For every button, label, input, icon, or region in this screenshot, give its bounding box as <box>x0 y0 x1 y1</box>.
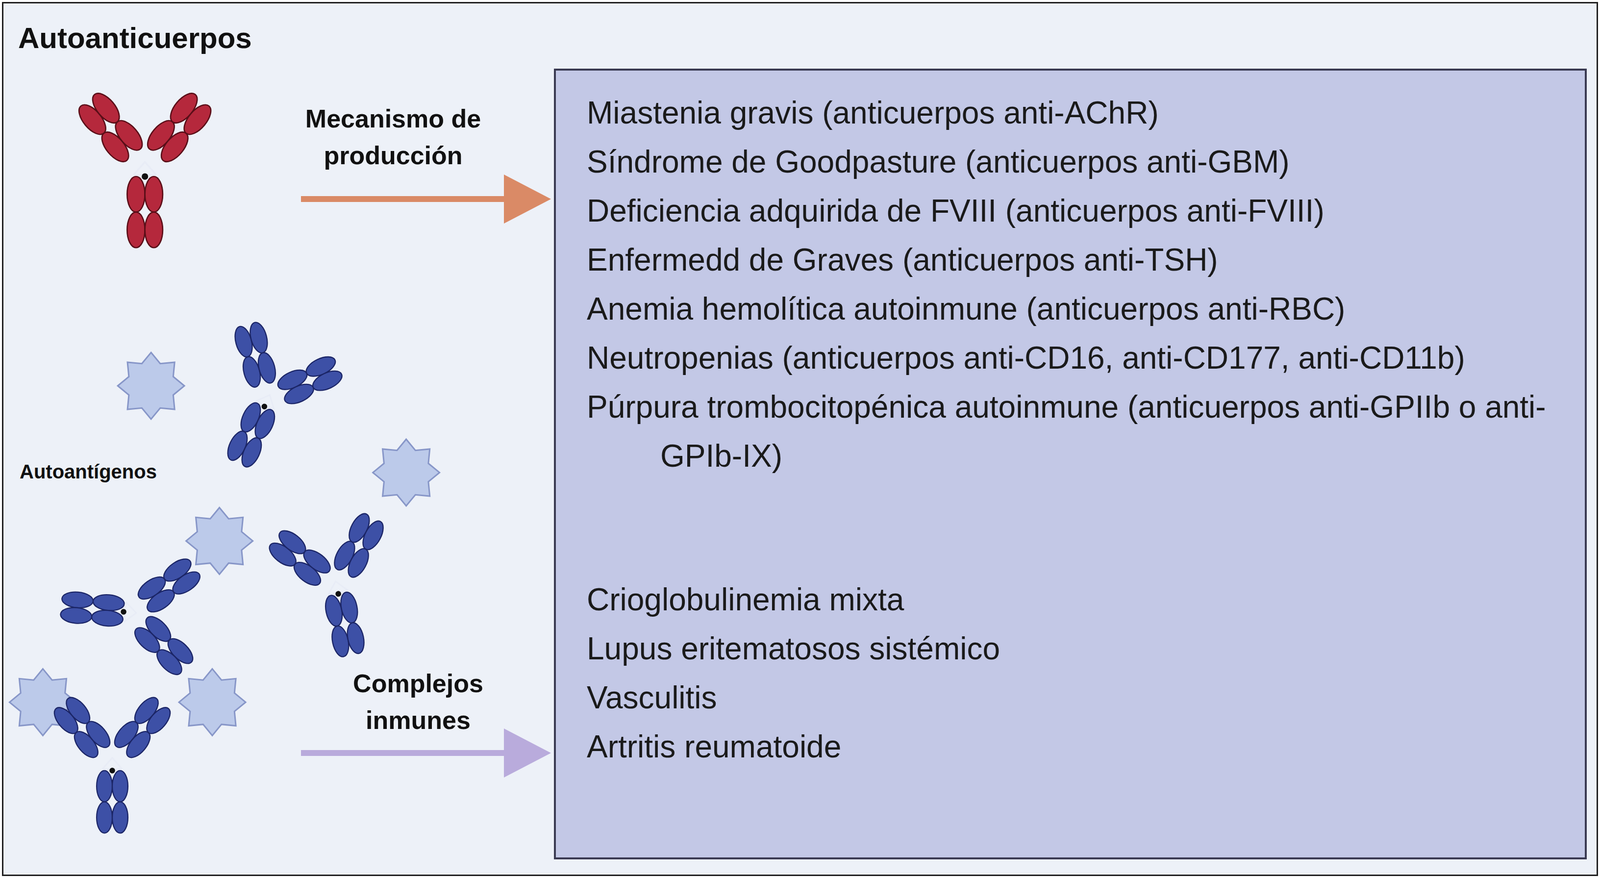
antibody <box>261 505 413 668</box>
antibody-arm <box>330 510 388 581</box>
immune-complex-label: Complejos inmunes <box>320 665 517 739</box>
antibody-domain <box>112 770 128 802</box>
disease-entry: Artritis reumatoide <box>586 722 1571 772</box>
antibody-domain <box>358 517 388 553</box>
antibody-domain <box>275 526 310 558</box>
antibody-domain <box>237 434 266 470</box>
antibody-domain <box>145 212 163 249</box>
antibody-domain <box>87 88 125 128</box>
disease-entry: Anemia hemolítica autoinmune (anticuerpo… <box>586 284 1571 334</box>
title: Autoanticuerpos <box>18 20 252 56</box>
antibody-domain <box>96 770 113 802</box>
antibody-domain <box>61 590 94 609</box>
disease-entry: Lupus eritematosos sistémico <box>586 624 1571 674</box>
hinge-dot <box>334 590 342 598</box>
disease-entry: Vasculitis <box>586 673 1571 723</box>
disease-entry: Enfermedd de Graves (anticuerpos anti-TS… <box>586 235 1571 285</box>
production-arrow <box>300 174 551 224</box>
antibody-domain <box>112 801 128 834</box>
antibody <box>181 310 353 490</box>
disease-entry: Púrpura trombocitopénica autoinmune (ant… <box>586 382 1571 481</box>
antibody <box>55 544 206 681</box>
antibody-domain <box>344 621 367 655</box>
disease-entry: Crioglobulinemia mixta <box>586 575 1571 625</box>
immune-complex-arrow <box>300 728 551 778</box>
antibody-arm <box>231 320 279 390</box>
hinge-dot <box>141 173 149 180</box>
antibody-arm <box>110 693 175 762</box>
antibody-domain <box>338 590 360 625</box>
disease-entry: Miastenia gravis (anticuerpos anti-AChR) <box>586 88 1571 138</box>
autoantigen <box>117 352 185 420</box>
antibody-domain <box>281 380 317 408</box>
arrow-shaft <box>300 196 507 202</box>
arrow-shaft <box>300 750 507 756</box>
antibody-arm <box>265 526 335 590</box>
disease-list-box: Miastenia gravis (anticuerpos anti-AChR)… <box>553 68 1587 860</box>
antibody <box>50 693 175 834</box>
hinge-dot <box>120 608 127 616</box>
antibody-domain <box>255 350 279 385</box>
antibody-domain <box>152 645 187 679</box>
antibody-domain <box>126 176 145 213</box>
autoantigen <box>373 439 440 506</box>
antibody-domain <box>247 320 271 355</box>
antibody-domain <box>61 693 94 728</box>
antibody-domain <box>92 593 125 612</box>
antibody-domain <box>91 608 124 627</box>
disease-entry: Síndrome de Goodpasture (anticuerpos ant… <box>586 137 1571 187</box>
disease-entry: Deficiencia adquirida de FVIII (anticuer… <box>586 186 1571 236</box>
antibody-arm <box>130 612 197 679</box>
antibody-arm <box>275 352 346 408</box>
hinge-dot <box>260 402 269 411</box>
antibody-arm <box>50 693 115 762</box>
mechanism-label: Mecanismo de producción <box>285 100 501 175</box>
antibody-domain <box>179 100 216 139</box>
antibody-domain <box>126 212 145 249</box>
antibody-domain <box>250 406 279 442</box>
antibody-arm <box>142 88 216 167</box>
antibody-domain <box>169 567 204 599</box>
antibody-domain <box>309 367 345 395</box>
autoantigen-label: Autoantígenos <box>19 459 226 484</box>
antibody-domain <box>142 703 175 738</box>
disease-entry: Neutropenias (anticuerpos anti-CD16, ant… <box>586 333 1571 383</box>
antibody-domain <box>59 606 93 625</box>
autoantigen <box>178 668 246 736</box>
arrow-head <box>503 728 551 778</box>
antibody-domain <box>96 801 113 834</box>
hinge-dot <box>109 767 116 774</box>
antibody-arm <box>134 554 204 617</box>
antibody-domain <box>145 176 163 213</box>
hinge <box>133 161 157 175</box>
hinge <box>102 757 123 770</box>
autoantigen <box>186 507 253 575</box>
antibody-domain <box>344 545 373 581</box>
antibody <box>74 88 216 248</box>
antibody-arm <box>74 88 148 167</box>
arrow-head <box>503 174 551 224</box>
hinge <box>255 390 279 410</box>
